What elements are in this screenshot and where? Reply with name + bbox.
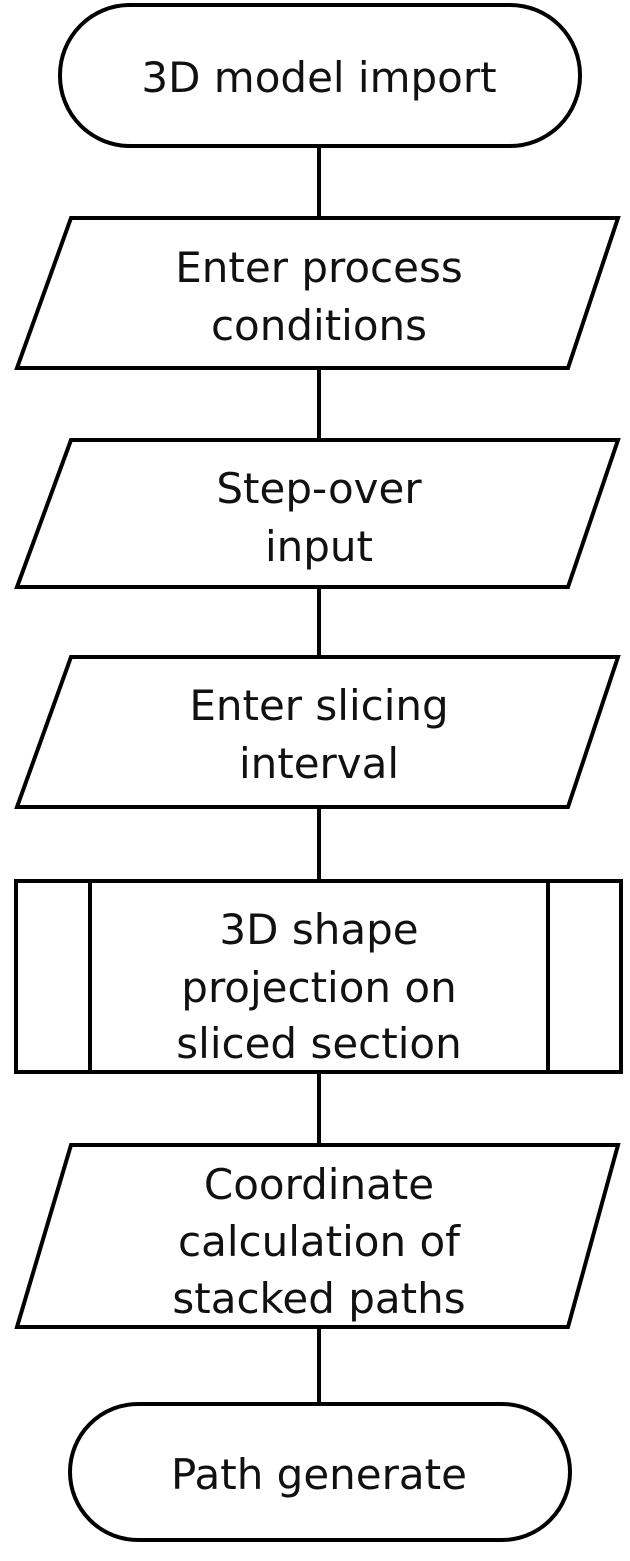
step-label-line: sliced section [176,1019,461,1068]
step-label-line: conditions [211,301,427,350]
input-output-shape [14,216,621,370]
step-step-over-input: Step-over input [14,438,621,589]
step-label-line: Step-over [216,464,422,513]
terminal-shape [58,3,582,148]
step-path-generate: Path generate [68,1402,572,1542]
step-label-line: 3D shape [219,905,418,954]
step-coordinate-calculation: Coordinate calculation of stacked paths [14,1143,621,1329]
input-output-shape [14,438,621,589]
step-shape-projection: 3D shape projection on sliced section [14,879,623,1074]
step-enter-slicing-interval: Enter slicing interval [14,655,621,809]
step-label-line: interval [239,739,399,788]
step-label-line: projection on [181,963,456,1012]
step-label-line: Path generate [171,1450,467,1499]
input-output-shape [14,655,621,809]
predefined-process-shape [14,879,623,1074]
step-label-line: stacked paths [172,1274,465,1323]
step-label-line: 3D model import [141,53,496,102]
step-label-line: Enter slicing [189,681,448,730]
step-label-line: calculation of [178,1217,461,1266]
step-model-import: 3D model import [58,3,582,148]
step-label-line: Enter process [175,243,462,292]
terminal-shape [68,1402,572,1542]
step-label-line: Coordinate [204,1160,434,1209]
step-enter-process-conditions: Enter process conditions [14,216,621,370]
input-output-shape [14,1143,621,1329]
step-label-line: input [265,522,373,571]
